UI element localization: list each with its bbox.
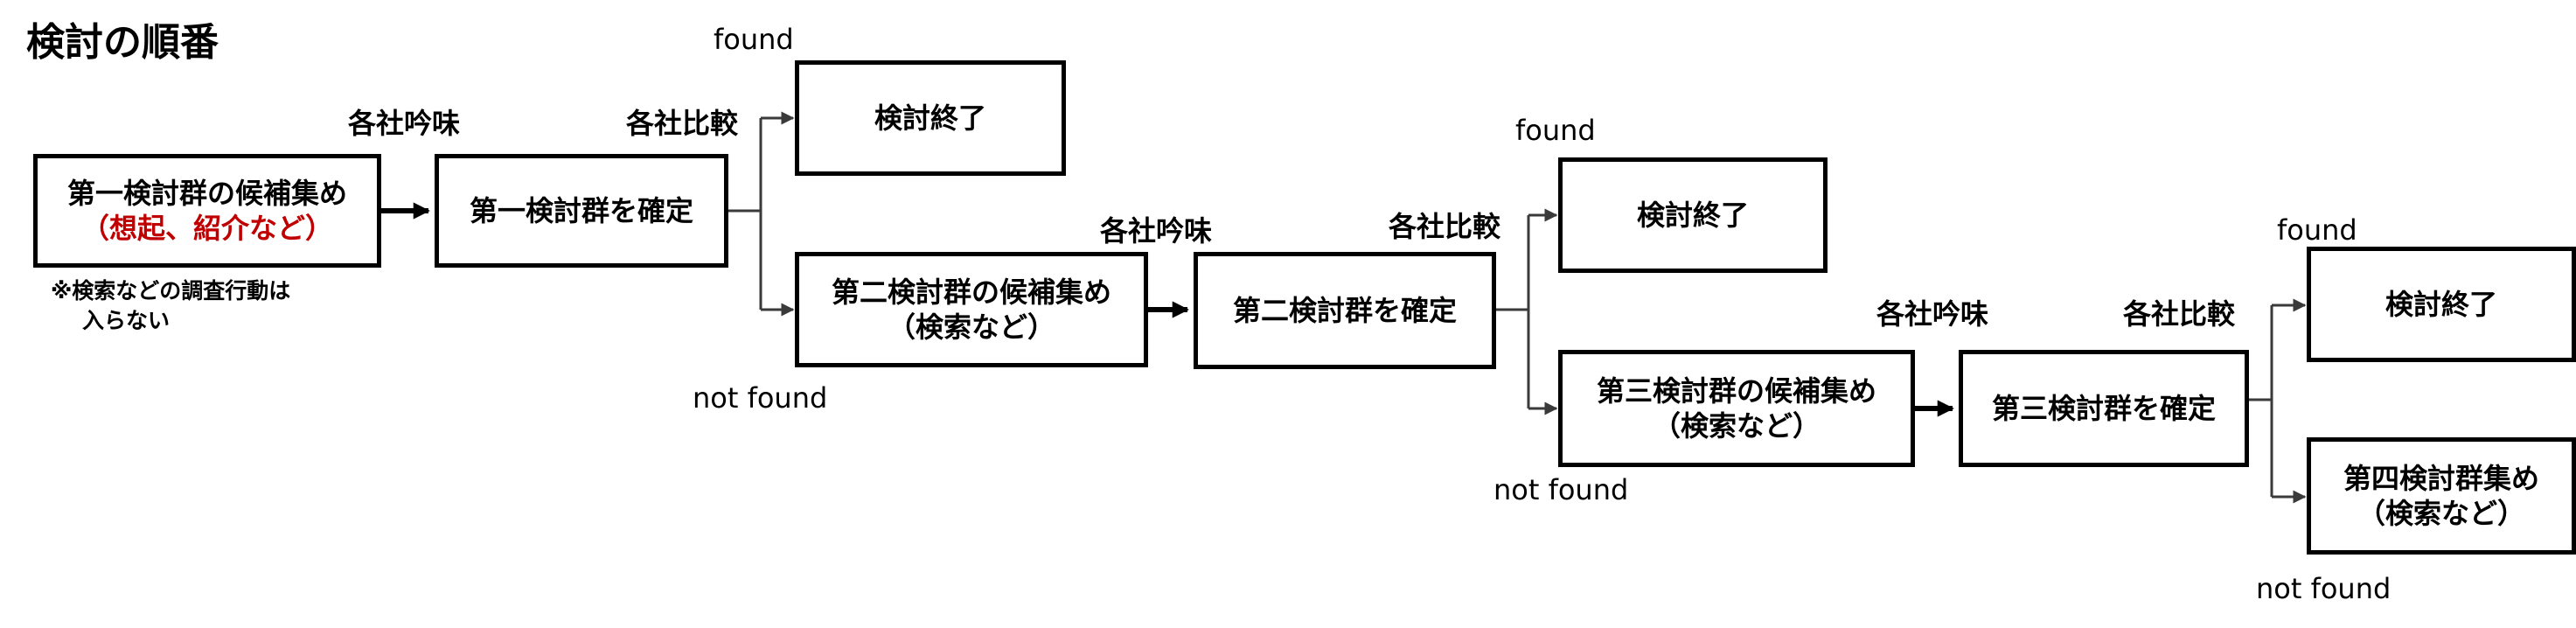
box-g3-confirm-text: 第三検討群を確定 xyxy=(1991,392,2216,425)
box-end-3-text: 検討終了 xyxy=(2385,288,2497,321)
box-end-2-text: 検討終了 xyxy=(1636,199,1749,232)
box-g3-collect-line2: （検索など） xyxy=(1652,409,1821,443)
label-review-3: 各社吟味 xyxy=(1876,297,1989,331)
box-g2-collect-line1: 第二検討群の候補集め xyxy=(831,276,1111,309)
box-g1-collect: 第一検討群の候補集め （想起、紹介など） xyxy=(33,154,381,268)
label-not-found-2: not found xyxy=(1493,473,1629,506)
box-g3-confirm: 第三検討群を確定 xyxy=(1959,350,2249,467)
label-review-2: 各社吟味 xyxy=(1100,214,1213,248)
label-found-3: found xyxy=(2277,213,2357,247)
box-end-1: 検討終了 xyxy=(795,60,1066,176)
label-review-1: 各社吟味 xyxy=(348,107,461,140)
label-compare-2: 各社比較 xyxy=(1389,210,1501,243)
note: ※検索などの調査行動は 入らない xyxy=(51,276,290,336)
box-g3-collect: 第三検討群の候補集め （検索など） xyxy=(1558,350,1915,467)
box-g2-collect: 第二検討群の候補集め （検索など） xyxy=(795,252,1148,367)
label-found-1: found xyxy=(714,23,794,56)
page-title: 検討の順番 xyxy=(26,20,219,65)
box-g4: 第四検討群集め （検索など） xyxy=(2307,437,2576,555)
box-g1-collect-line2: （想起、紹介など） xyxy=(80,212,333,245)
label-compare-3: 各社比較 xyxy=(2123,297,2236,331)
box-g1-collect-line1: 第一検討群の候補集め xyxy=(66,177,347,210)
box-g4-line2: （検索など） xyxy=(2357,497,2525,530)
box-g1-confirm-text: 第一検討群を確定 xyxy=(469,194,693,227)
label-compare-1: 各社比較 xyxy=(626,107,739,140)
box-g1-confirm: 第一検討群を確定 xyxy=(435,154,728,268)
note-line2: 入らない xyxy=(82,307,171,333)
box-g2-collect-line2: （検索など） xyxy=(887,311,1055,344)
box-end-3: 検討終了 xyxy=(2307,247,2576,362)
box-g2-confirm-text: 第二検討群を確定 xyxy=(1232,294,1457,327)
box-end-2: 検討終了 xyxy=(1558,157,1828,273)
box-g3-collect-line1: 第三検討群の候補集め xyxy=(1596,374,1876,408)
note-line1: ※検索などの調査行動は xyxy=(51,278,291,304)
label-not-found-1: not found xyxy=(693,381,828,415)
label-not-found-3: not found xyxy=(2256,572,2392,605)
box-g4-line1: 第四検討群集め xyxy=(2343,462,2539,495)
label-found-2: found xyxy=(1515,114,1596,147)
box-g2-confirm: 第二検討群を確定 xyxy=(1194,252,1496,369)
box-end-1-text: 検討終了 xyxy=(874,101,986,135)
